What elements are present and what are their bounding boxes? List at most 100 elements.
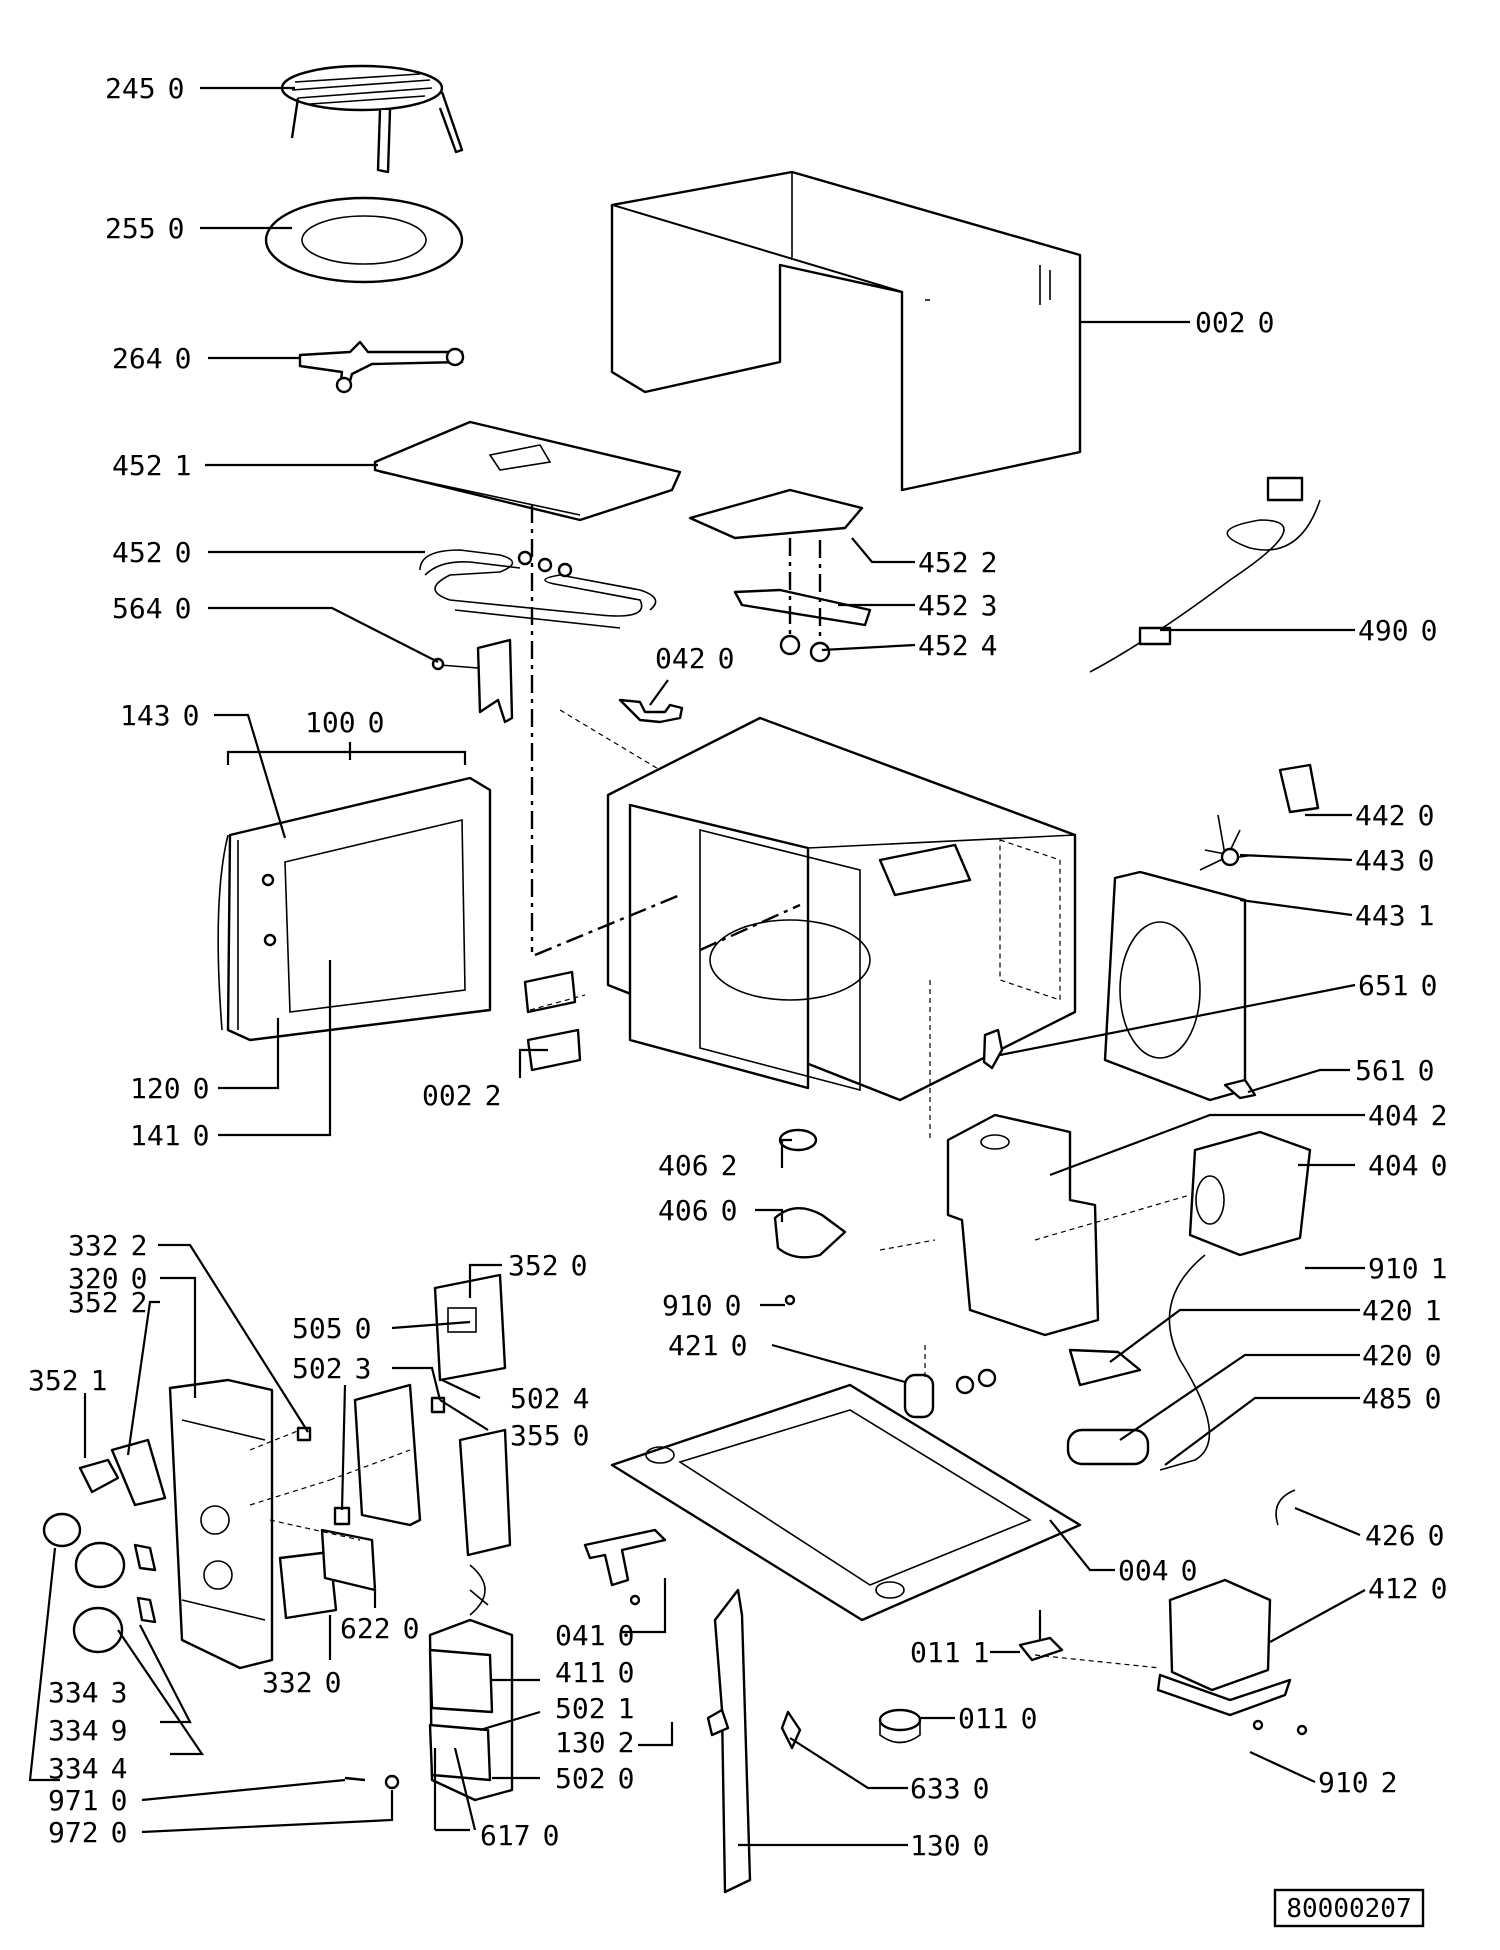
switch-bracket-drawing: [278, 1528, 377, 1620]
pin-drawing: [344, 1774, 400, 1790]
bracket-041-drawing: [583, 1528, 667, 1606]
base-plate-drawing: [610, 1383, 1082, 1622]
transformer-drawing: [1156, 1578, 1308, 1736]
part-drawings: [42, 64, 1321, 1894]
glass-turntable-drawing: [264, 196, 464, 284]
grill-cover-drawing: [373, 420, 682, 522]
wiring-drawing: [1159, 1254, 1296, 1526]
door-assembly-drawing: [217, 776, 492, 1042]
drawing-number: 80000207: [1286, 1894, 1411, 1924]
part-561-drawing: [1223, 1078, 1257, 1100]
control-panel-drawing: [168, 1378, 274, 1670]
magnetron-drawing: [1188, 1130, 1312, 1257]
door-latch-drawing: [706, 1588, 802, 1894]
waveguide-covers-drawing: [523, 970, 582, 1072]
roller-support-drawing: [298, 340, 465, 394]
bracket-564-drawing: [431, 638, 514, 724]
waveguide-drawing: [946, 1113, 1100, 1337]
clip-042-drawing: [618, 698, 684, 724]
turntable-motor-drawing: [773, 1128, 847, 1306]
assembly-lines: [249, 505, 1191, 1669]
grill-rack-drawing: [280, 64, 464, 174]
fan-assembly-drawing: [1103, 763, 1320, 1102]
mains-cable-drawing: [1089, 476, 1321, 673]
control-pcb-drawing: [296, 1273, 512, 1557]
heater-mount-drawing: [688, 488, 872, 663]
button-set-drawing: [78, 1438, 167, 1507]
relay-board-drawing: [428, 1564, 514, 1802]
oven-cavity-drawing: [606, 716, 1077, 1102]
capacitor-assembly-drawing: [903, 1348, 1150, 1466]
cabinet-drawing: [610, 170, 1082, 492]
drawing-number-box: 80000207: [1273, 1888, 1425, 1928]
thermal-switch-drawing: [982, 1028, 1004, 1070]
knobs-drawing: [42, 1512, 157, 1654]
leader-lines: [28, 86, 1366, 1847]
grill-element-drawing: [419, 549, 657, 629]
